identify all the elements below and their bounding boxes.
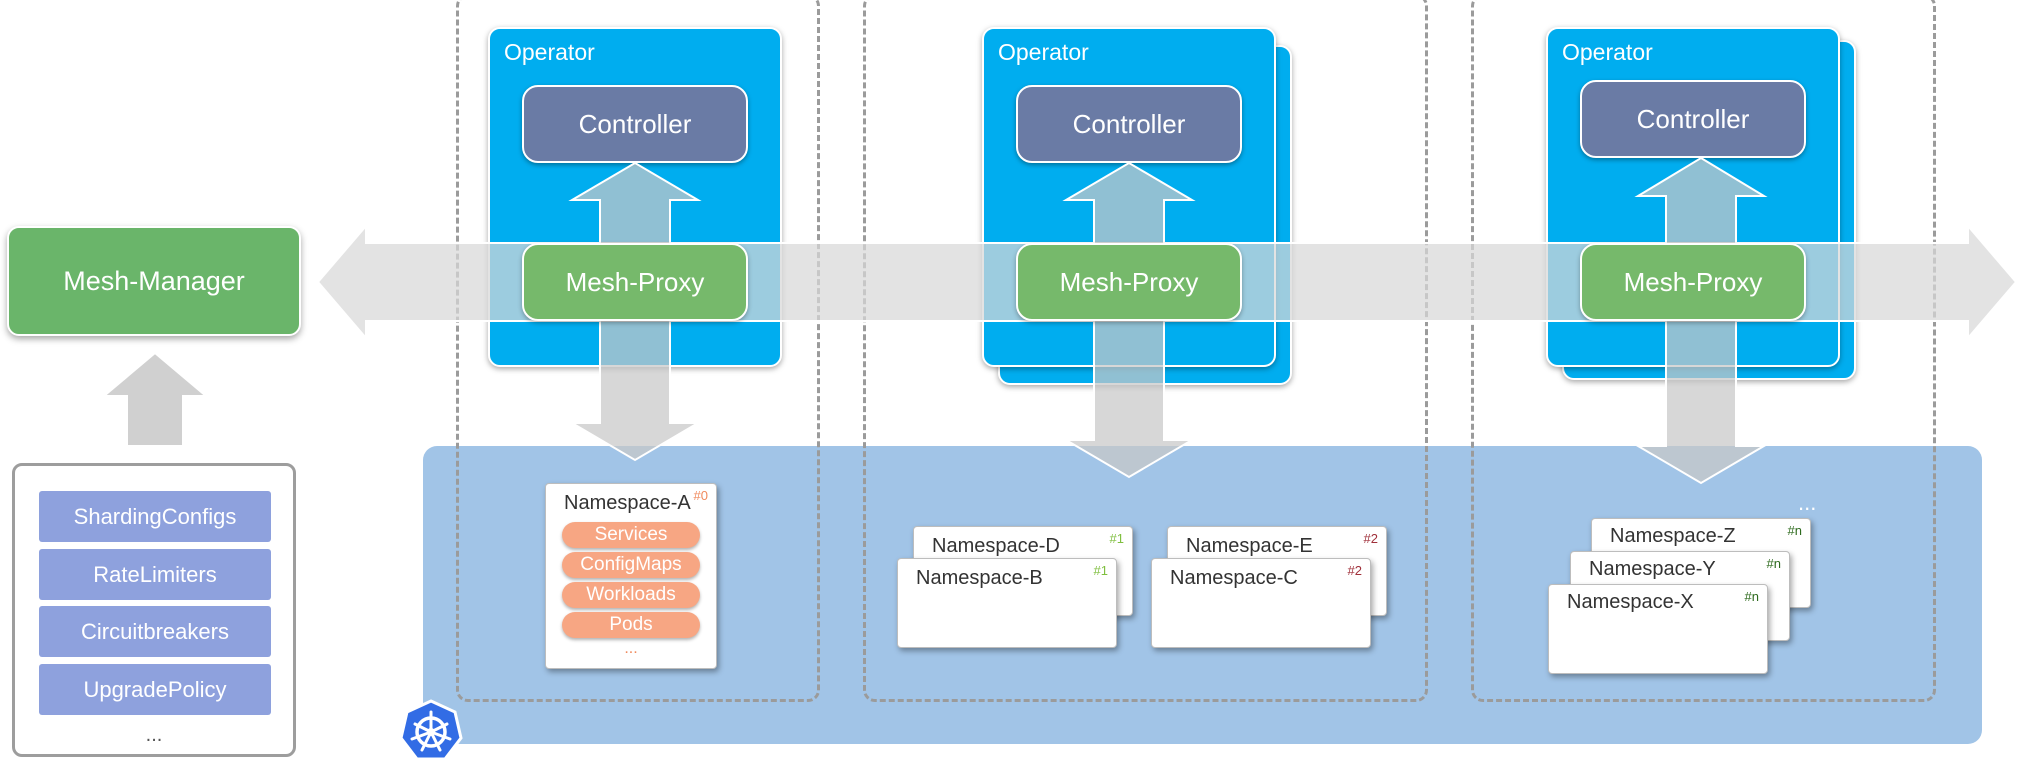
namespace-b[interactable]: Namespace-B #1 [897, 558, 1117, 648]
namespace-tag: #n [1744, 589, 1759, 604]
namespace-tag: #n [1787, 523, 1802, 538]
namespace-tag: #1 [1093, 563, 1108, 578]
operator-group-2 [863, 0, 1428, 702]
resource-services[interactable]: Services [562, 522, 700, 548]
namespace-name: Namespace-A [564, 492, 691, 514]
controller-2[interactable]: Controller [1016, 85, 1242, 163]
controller-1[interactable]: Controller [522, 85, 748, 163]
namespace-tag: #2 [1363, 531, 1378, 546]
resource-pods[interactable]: Pods [562, 612, 700, 638]
mesh-manager[interactable]: Mesh-Manager [7, 226, 301, 336]
namespaces-more: ... [1798, 490, 1817, 515]
mesh-proxy-1[interactable]: Mesh-Proxy [522, 243, 748, 321]
namespace-name: Namespace-X [1567, 591, 1694, 613]
operator-title: Operator [998, 39, 1089, 65]
operator-title: Operator [1562, 39, 1653, 65]
namespace-name: Namespace-B [916, 567, 1043, 589]
namespace-tag: #n [1766, 556, 1781, 571]
namespace-c[interactable]: Namespace-C #2 [1151, 558, 1371, 648]
policy-rate-limiters[interactable]: RateLimiters [39, 549, 271, 600]
mesh-proxy-2[interactable]: Mesh-Proxy [1016, 243, 1242, 321]
policies-more: ... [145, 724, 163, 746]
namespace-tag: #1 [1109, 531, 1124, 546]
namespace-name: Namespace-D [932, 535, 1060, 557]
operator-title: Operator [504, 39, 595, 65]
namespace-name: Namespace-Y [1589, 558, 1716, 580]
resource-configmaps[interactable]: ConfigMaps [562, 552, 700, 578]
namespace-tag: #0 [693, 488, 708, 503]
namespace-name: Namespace-C [1170, 567, 1298, 589]
namespace-tag: #2 [1347, 563, 1362, 578]
operator-group-3 [1471, 0, 1936, 702]
policy-circuitbreakers[interactable]: Circuitbreakers [39, 606, 271, 657]
controller-3[interactable]: Controller [1580, 80, 1806, 158]
namespace-a[interactable]: Namespace-A #0 Services ConfigMaps Workl… [545, 483, 717, 669]
resource-workloads[interactable]: Workloads [562, 582, 700, 608]
namespace-x[interactable]: Namespace-X #n [1548, 584, 1768, 674]
namespace-name: Namespace-Z [1610, 525, 1736, 547]
policy-sharding-configs[interactable]: ShardingConfigs [39, 491, 271, 542]
kubernetes-icon [398, 698, 464, 764]
policy-upgrade-policy[interactable]: UpgradePolicy [39, 664, 271, 715]
namespace-name: Namespace-E [1186, 535, 1313, 557]
resources-more: ... [624, 640, 638, 657]
operator-group-1 [456, 0, 820, 702]
mesh-proxy-3[interactable]: Mesh-Proxy [1580, 243, 1806, 321]
policies-panel: ShardingConfigs RateLimiters Circuitbrea… [12, 463, 296, 757]
up-arrow-policies [101, 351, 209, 447]
